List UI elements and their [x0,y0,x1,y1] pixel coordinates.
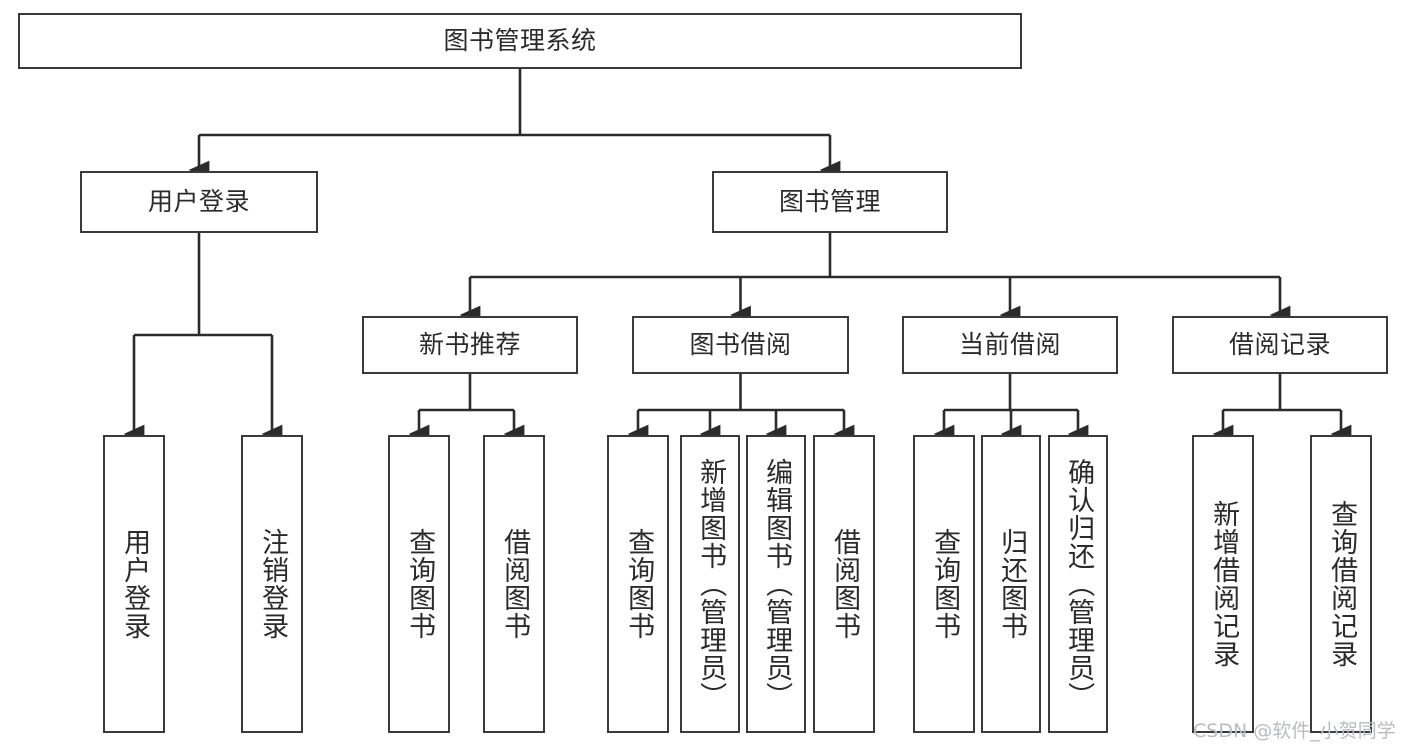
node-leaf-borrow-book-recommend[interactable]: 借阅图书 [483,435,545,733]
node-book-manage[interactable]: 图书管理 [712,171,948,233]
node-label: 注销登录 [257,528,289,640]
node-leaf-add-book[interactable]: 新增图书（管理员） [680,435,740,733]
node-leaf-query-book-borrow[interactable]: 查询图书 [607,435,669,733]
node-book-borrow[interactable]: 图书借阅 [632,316,849,374]
node-leaf-return-book[interactable]: 归还图书 [981,435,1041,733]
node-label: 确认归还（管理员） [1063,458,1095,710]
node-label: 用户登录 [147,186,250,216]
node-label: 编辑图书（管理员） [761,458,793,710]
node-label: 查询图书 [404,528,436,640]
node-label: 新增图书（管理员） [695,458,727,710]
node-label: 查询图书 [929,528,961,640]
node-label: 借阅记录 [1228,329,1331,359]
node-leaf-query-book-recommend[interactable]: 查询图书 [388,435,450,733]
node-label: 图书管理 [778,186,881,216]
node-label: 当前借阅 [958,329,1061,359]
node-label: 图书借阅 [689,329,792,359]
node-leaf-query-book-current[interactable]: 查询图书 [913,435,975,733]
node-leaf-confirm-return[interactable]: 确认归还（管理员） [1048,435,1108,733]
node-label: 借阅图书 [829,528,861,640]
node-leaf-add-borrow-record[interactable]: 新增借阅记录 [1192,435,1254,733]
node-label: 图书管理系统 [443,25,597,55]
node-root[interactable]: 图书管理系统 [18,13,1022,69]
node-leaf-user-logout[interactable]: 注销登录 [241,435,303,733]
node-label: 借阅图书 [499,528,531,640]
node-user-login[interactable]: 用户登录 [80,171,318,233]
node-label: 用户登录 [119,528,151,640]
node-new-book-recommend[interactable]: 新书推荐 [362,316,578,374]
node-label: 新书推荐 [418,329,521,359]
node-leaf-query-borrow-record[interactable]: 查询借阅记录 [1310,435,1372,733]
node-leaf-edit-book[interactable]: 编辑图书（管理员） [746,435,806,733]
node-leaf-borrow-book[interactable]: 借阅图书 [813,435,875,733]
node-leaf-user-login[interactable]: 用户登录 [103,435,165,733]
node-label: 归还图书 [996,528,1028,640]
node-borrow-record[interactable]: 借阅记录 [1172,316,1388,374]
watermark: CSDN @软件_小贺同学 [1193,720,1396,742]
node-label: 查询借阅记录 [1326,500,1358,668]
node-current-borrow[interactable]: 当前借阅 [902,316,1118,374]
node-label: 查询图书 [623,528,655,640]
node-label: 新增借阅记录 [1208,500,1240,668]
